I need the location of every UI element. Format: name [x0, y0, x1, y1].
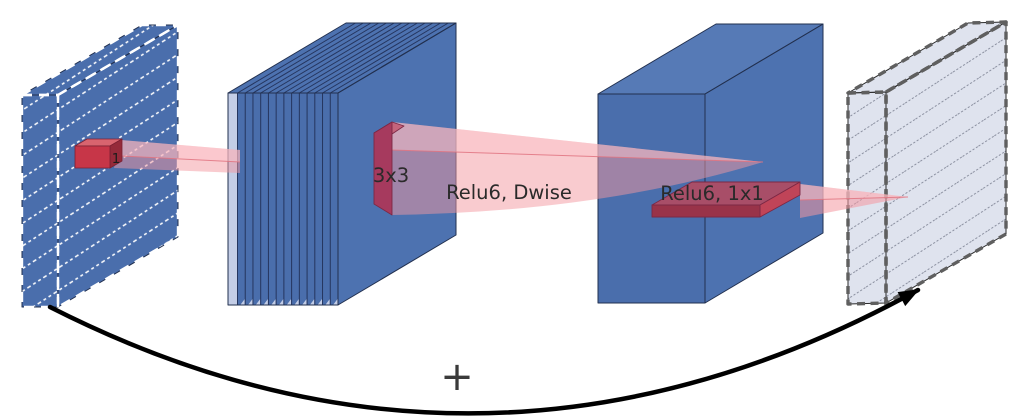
- kernel-1x1-front-face: [74, 145, 111, 169]
- conv-block-front-face: [598, 94, 705, 303]
- expansion-layer-lines: [232, 22, 457, 305]
- projection-beam-1: [114, 140, 240, 173]
- layer-bottom-highlight: [302, 299, 307, 305]
- residual-arrow: [47, 287, 921, 416]
- layer-top-edge: [299, 22, 418, 94]
- conv-output-block: [597, 23, 824, 304]
- residual-connection: +: [47, 287, 921, 416]
- output-block-outline: [846, 20, 1008, 306]
- conv-3x3-projection: 3x3: [373, 121, 764, 216]
- layer-bottom-highlight: [278, 299, 284, 305]
- cone-2-crease: [391, 149, 764, 163]
- layer-top-edge: [244, 22, 364, 94]
- layer-top-edge: [314, 22, 434, 94]
- layer-bottom-highlight: [271, 299, 276, 305]
- input-block-outline: [20, 23, 180, 309]
- conv-block-outline: [597, 23, 824, 304]
- layer-top-edge: [275, 22, 395, 94]
- layer-top-edge: [237, 22, 356, 94]
- layer-bottom-highlight: [317, 299, 323, 305]
- layer-top-edge: [291, 22, 410, 94]
- expansion-front-highlight: [228, 93, 238, 305]
- cone-3-crease: [799, 196, 909, 201]
- input-block-top-hatch: [22, 25, 178, 95]
- layer-top-edge: [283, 22, 403, 94]
- layer-bottom-highlight: [255, 299, 261, 305]
- pointwise-label: Relu6, 1x1: [660, 182, 764, 205]
- layer-top-edge: [330, 22, 449, 94]
- output-tensor-block: [846, 20, 1008, 306]
- add-symbol: +: [440, 354, 474, 400]
- projection-beam-1-upper: [121, 140, 240, 162]
- kernel-1-label: 1: [112, 151, 121, 167]
- layer-top-edge: [252, 22, 372, 94]
- layer-bottom-highlight: [263, 299, 268, 305]
- layer-bottom-highlight: [240, 299, 245, 305]
- dwise-label: Relu6, Dwise: [446, 181, 572, 204]
- projection-cone-2-upper: [392, 122, 763, 162]
- conv-1x1-projection: 1: [74, 138, 241, 173]
- layer-bottom-highlight: [294, 299, 299, 305]
- kernel-3x3-face: [373, 121, 393, 216]
- kernel-3x3-label: 3x3: [373, 164, 409, 187]
- layer-bottom-highlight: [325, 299, 330, 305]
- layer-bottom-highlight: [232, 299, 237, 305]
- projection-cone-3-upper: [800, 184, 908, 200]
- pointwise-projection: Relu6, 1x1: [651, 181, 909, 218]
- conv-block-side-face: [705, 24, 823, 303]
- layer-top-edge: [260, 22, 379, 94]
- layer-top-edge: [268, 22, 387, 94]
- expansion-outline: [227, 22, 457, 306]
- layer-top-edge: [306, 22, 426, 94]
- pointwise-slab-front-face: [651, 204, 761, 218]
- layer-bottom-highlight: [286, 299, 292, 305]
- layer-bottom-highlight: [247, 299, 253, 305]
- beam-crease: [120, 155, 241, 163]
- output-block-top-face: [848, 22, 1006, 93]
- layer-bottom-highlight: [309, 299, 315, 305]
- layer-top-edge: [322, 22, 441, 94]
- conv-block-top-face: [598, 24, 823, 94]
- expansion-front-face: [228, 93, 338, 305]
- layer-bottom-highlight: [333, 299, 338, 305]
